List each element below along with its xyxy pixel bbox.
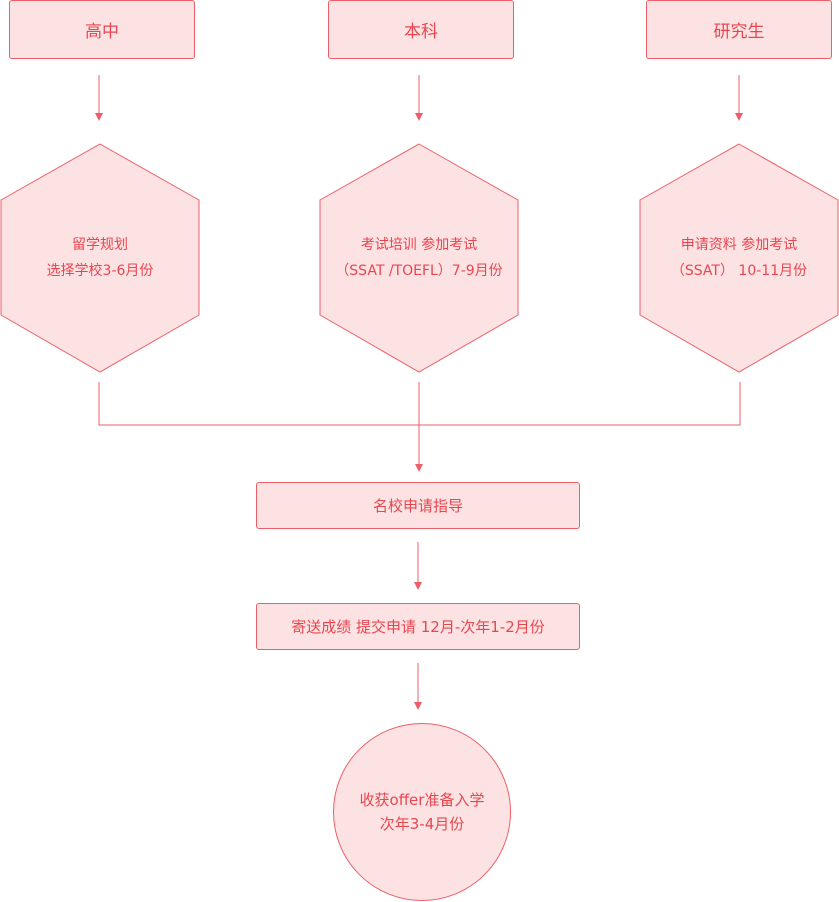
stage-graduate: 申请资料 参加考试 （SSAT） 10-11月份 — [639, 143, 839, 373]
step-application-guidance: 名校申请指导 — [256, 482, 580, 529]
stage-undergrad-line2: （SSAT /TOEFL）7-9月份 — [335, 263, 503, 279]
offer-line1: 收获offer准备入学 — [359, 791, 485, 809]
stage-undergrad-line1: 考试培训 参加考试 — [360, 237, 478, 253]
stage-high-school-line2: 选择学校3-6月份 — [46, 263, 154, 279]
stage-high-school: 留学规划 选择学校3-6月份 — [0, 143, 200, 373]
level-high-school: 高中 — [9, 0, 195, 59]
step-submit-application: 寄送成绩 提交申请 12月-次年1-2月份 — [256, 603, 580, 650]
stage-high-school-line1: 留学规划 — [72, 237, 128, 253]
level-graduate: 研究生 — [646, 0, 832, 59]
stage-graduate-line2: （SSAT） 10-11月份 — [670, 263, 808, 279]
stage-graduate-line1: 申请资料 参加考试 — [680, 237, 798, 253]
level-undergrad: 本科 — [328, 0, 514, 59]
hexagon-shape — [639, 143, 839, 373]
offer-line2: 次年3-4月份 — [379, 815, 465, 833]
stage-undergrad: 考试培训 参加考试 （SSAT /TOEFL）7-9月份 — [319, 143, 519, 373]
hexagon-shape — [0, 143, 200, 373]
hexagon-shape — [319, 143, 519, 373]
step-receive-offer: 收获offer准备入学 次年3-4月份 — [333, 723, 511, 901]
